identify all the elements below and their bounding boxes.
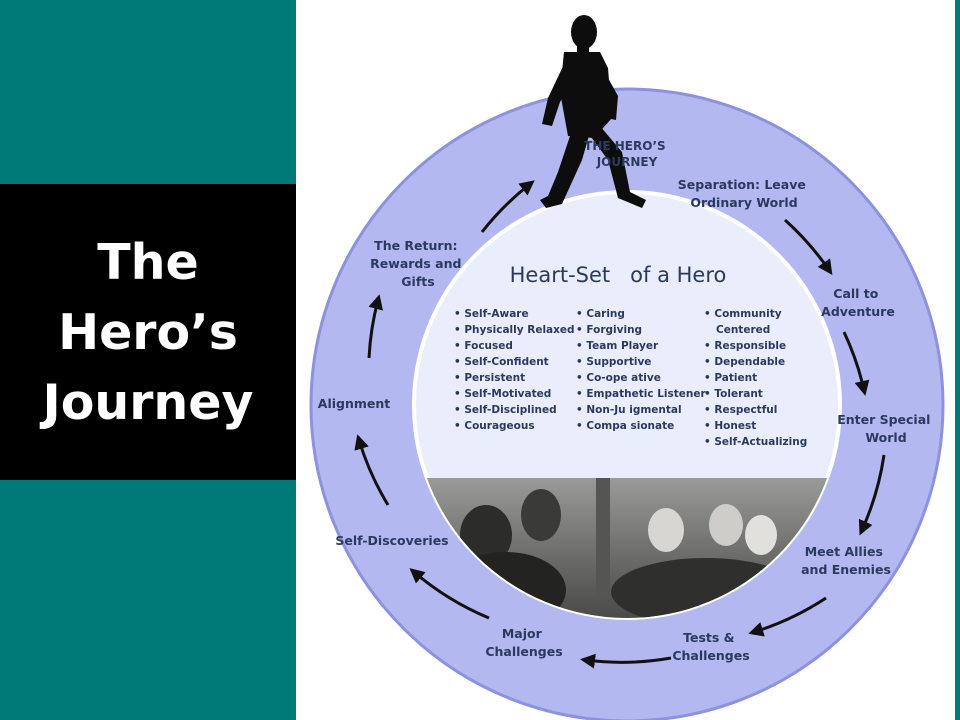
stage-tests-challenges: Tests & Challenges: [672, 630, 749, 663]
title-line-1: The: [97, 234, 199, 291]
arrow-to-tests: [748, 596, 827, 637]
arrow-to-alignment: [354, 434, 390, 506]
stage-meet-allies: Meet Allies and Enemies: [801, 544, 891, 577]
arrow-to-call: [783, 218, 833, 275]
title-band: The Hero’s Journey: [0, 184, 296, 480]
stage-separation: Separation: Leave Ordinary World: [678, 177, 810, 210]
ring-title: THE HERO’S JOURNEY: [584, 139, 670, 169]
traits-column-1: • Self-Aware • Physically Relaxed • Focu…: [454, 308, 578, 432]
arrow-to-allies: [858, 454, 886, 536]
arrow-to-major: [580, 653, 672, 669]
stage-major-challenges: Major Challenges: [485, 626, 562, 659]
traits-column-2: • Caring • Forgiving • Team Player • Sup…: [576, 308, 709, 432]
stage-the-return: The Return: Rewards and Gifts: [370, 238, 466, 289]
inner-title: Heart-Set of a Hero: [510, 263, 727, 287]
journey-arrows: [354, 180, 886, 669]
hero-silhouette-icon: [540, 15, 646, 208]
arrow-to-return: [367, 294, 383, 359]
title-line-3: Journey: [42, 374, 254, 431]
title-line-2: Hero’s: [58, 304, 238, 361]
heros-journey-diagram: THE HERO’S JOURNEY Separation: Leave Ord…: [309, 15, 945, 720]
stage-call-to-adventure: Call to Adventure: [821, 286, 895, 319]
right-teal-edge: [955, 0, 960, 720]
stage-self-discoveries: Self-Discoveries: [335, 533, 448, 548]
arrow-to-separation: [480, 180, 535, 233]
stage-alignment: Alignment: [318, 396, 390, 411]
stage-enter-special-world: Enter Special World: [837, 412, 935, 445]
traits-column-3: • Community Centered • Responsible • Dep…: [704, 308, 807, 448]
arrow-to-special: [842, 331, 870, 396]
arrow-to-self-discoveries: [409, 568, 490, 620]
